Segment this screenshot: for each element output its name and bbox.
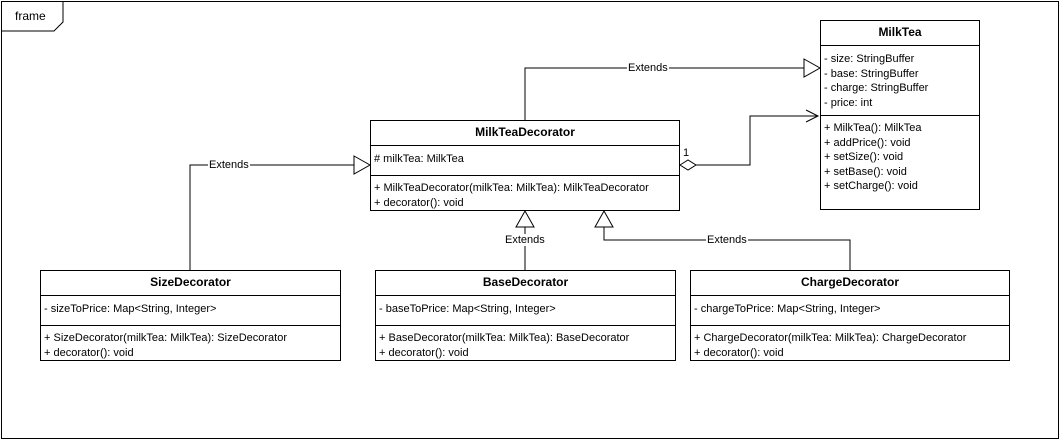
separator — [821, 115, 979, 116]
attribute-list: - size: StringBuffer - base: StringBuffe… — [821, 46, 979, 115]
method-list: + SizeDecorator(milkTea: MilkTea): SizeD… — [41, 326, 340, 360]
class-size-decorator[interactable]: SizeDecorator - sizeToPrice: Map<String,… — [40, 270, 341, 361]
extends-label: Extends — [627, 62, 669, 74]
class-name: MilkTeaDecorator — [475, 125, 575, 139]
attribute: - baseToPrice: Map<String, Integer> — [379, 303, 556, 315]
separator — [371, 175, 679, 176]
extends-edge-size — [189, 164, 354, 270]
extends-label: Extends — [208, 159, 250, 171]
separator — [41, 295, 340, 296]
frame-tab — [2, 2, 64, 32]
method: + setCharge(): void — [824, 180, 918, 192]
attribute: - chargeToPrice: Map<String, Integer> — [694, 303, 881, 315]
frame-label: frame — [15, 9, 46, 23]
class-base-decorator[interactable]: BaseDecorator - baseToPrice: Map<String,… — [375, 270, 676, 361]
aggregation-diamond — [679, 159, 697, 171]
attribute: - base: StringBuffer — [824, 67, 919, 80]
attribute-list: - chargeToPrice: Map<String, Integer> — [691, 296, 1009, 325]
separator — [691, 325, 1009, 326]
extends-label: Extends — [504, 234, 546, 246]
multiplicity-label: 1 — [683, 147, 690, 159]
method: + decorator(): void — [694, 346, 784, 359]
class-name: BaseDecorator — [482, 275, 569, 289]
aggregation-edge — [696, 115, 818, 166]
class-milktea[interactable]: MilkTea - size: StringBuffer - base: Str… — [820, 20, 980, 210]
method: + MilkTeaDecorator(milkTea: MilkTea): Mi… — [374, 182, 649, 194]
inheritance-arrowhead — [515, 209, 535, 228]
method-list: + ChargeDecorator(milkTea: MilkTea): Cha… — [691, 326, 1009, 360]
method: + MilkTea(): MilkTea — [824, 122, 922, 134]
separator — [821, 45, 979, 46]
inheritance-arrowhead — [594, 209, 614, 228]
method: + decorator(): void — [374, 196, 464, 209]
method: + decorator(): void — [379, 346, 469, 359]
method: + BaseDecorator(milkTea: MilkTea): BaseD… — [379, 332, 630, 344]
attribute-list: - sizeToPrice: Map<String, Integer> — [41, 296, 340, 325]
attribute: # milkTea: MilkTea — [374, 153, 464, 165]
method: + SizeDecorator(milkTea: MilkTea): SizeD… — [44, 332, 287, 344]
separator — [41, 325, 340, 326]
method-list: + BaseDecorator(milkTea: MilkTea): BaseD… — [376, 326, 675, 360]
extends-label: Extends — [706, 234, 748, 246]
attribute: - sizeToPrice: Map<String, Integer> — [44, 303, 217, 315]
attribute: - size: StringBuffer — [824, 53, 915, 65]
separator — [376, 325, 675, 326]
method: + ChargeDecorator(milkTea: MilkTea): Cha… — [694, 332, 967, 344]
method-list: + MilkTea(): MilkTea + addPrice(): void … — [821, 116, 979, 194]
method: + setSize(): void — [824, 151, 904, 163]
attribute: - charge: StringBuffer — [824, 82, 929, 94]
attribute-list: # milkTea: MilkTea — [371, 146, 679, 175]
class-name: MilkTea — [878, 25, 922, 39]
class-milktea-decorator[interactable]: MilkTeaDecorator # milkTea: MilkTea + Mi… — [370, 120, 680, 211]
separator — [371, 145, 679, 146]
attribute-list: - baseToPrice: Map<String, Integer> — [376, 296, 675, 325]
open-arrowhead — [805, 109, 820, 123]
class-charge-decorator[interactable]: ChargeDecorator - chargeToPrice: Map<Str… — [690, 270, 1010, 361]
inheritance-arrowhead — [803, 58, 822, 78]
method: + decorator(): void — [44, 346, 134, 359]
method: + setBase(): void — [824, 165, 907, 178]
class-name: SizeDecorator — [150, 275, 231, 289]
inheritance-arrowhead — [353, 155, 372, 175]
method-list: + MilkTeaDecorator(milkTea: MilkTea): Mi… — [371, 176, 679, 210]
separator — [376, 295, 675, 296]
method: + addPrice(): void — [824, 136, 911, 149]
extends-edge-decorator-milktea — [524, 67, 804, 120]
separator — [691, 295, 1009, 296]
attribute: - price: int — [824, 96, 873, 109]
class-name: ChargeDecorator — [800, 275, 900, 289]
